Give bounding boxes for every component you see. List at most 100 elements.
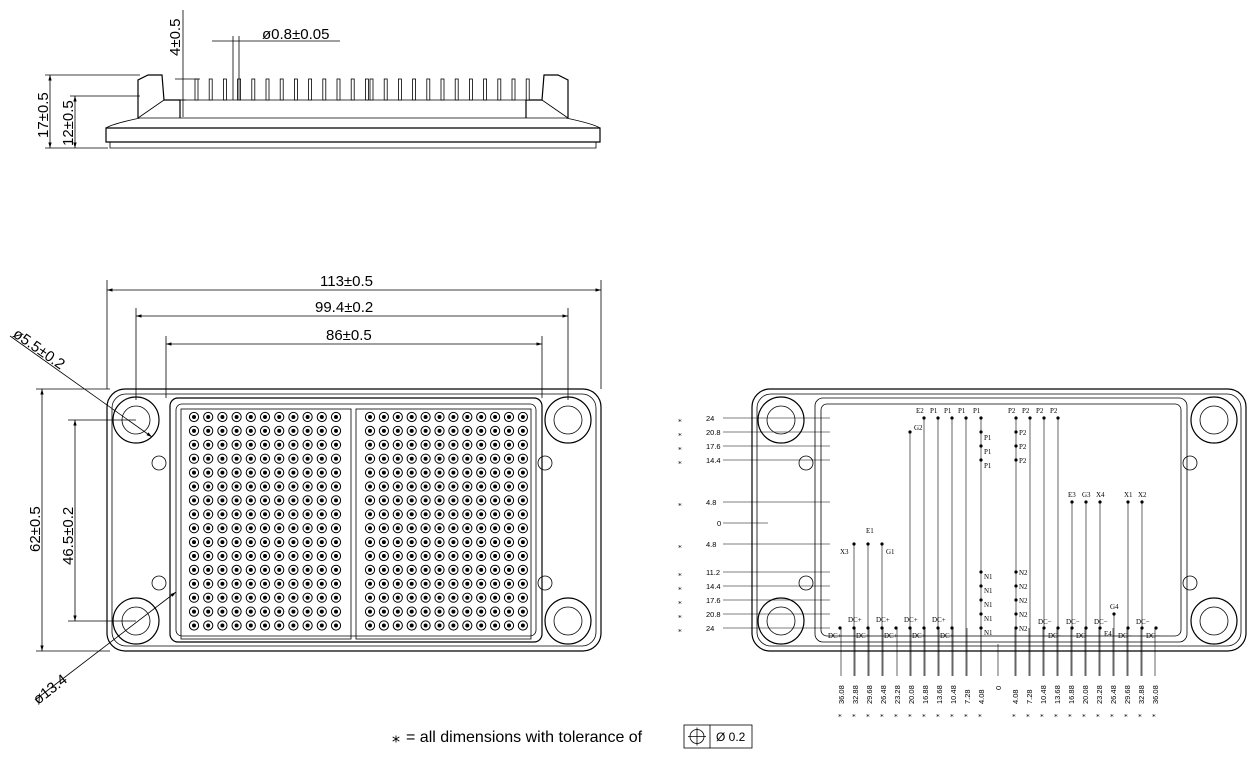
pin-site-dot xyxy=(206,581,211,586)
side-pin xyxy=(412,78,417,101)
pin-site-dot xyxy=(206,456,211,461)
side-pin xyxy=(511,78,516,101)
tol-marker: ⁎ xyxy=(678,583,682,592)
pin-site-dot xyxy=(381,623,386,628)
pin-site-dot xyxy=(395,554,400,558)
pin-dot xyxy=(1014,626,1018,630)
tol-marker: ⁎ xyxy=(1124,710,1128,719)
pin-site-dot xyxy=(248,470,253,475)
tol-marker: ⁎ xyxy=(678,443,682,452)
pin-site-dot xyxy=(451,428,456,433)
pin-site-dot xyxy=(465,415,470,419)
pin-dot xyxy=(979,570,983,574)
pin-site-dot xyxy=(381,470,386,475)
pin-site-dot xyxy=(277,554,282,558)
pin-label: P2 xyxy=(1019,457,1027,465)
pin-site-dot xyxy=(451,484,456,489)
pin-site-dot xyxy=(423,609,428,614)
pin-dot xyxy=(1112,612,1116,616)
tol-marker: ⁎ xyxy=(1054,710,1058,719)
pin-site-dot xyxy=(451,581,456,586)
pin-dot xyxy=(1014,458,1018,462)
pin-site-dot xyxy=(368,526,372,531)
pin-site-dot xyxy=(319,526,324,531)
pin-site-dot xyxy=(334,512,338,517)
pin-dot xyxy=(950,416,954,420)
pin-site-dot xyxy=(409,470,414,475)
pin-site-dot xyxy=(381,498,386,503)
pin-site-dot xyxy=(192,554,196,558)
pin-site-dot xyxy=(368,498,372,503)
pin-dot xyxy=(1042,626,1046,630)
pin-site-dot xyxy=(381,581,386,586)
pin-site-dot xyxy=(248,512,253,517)
pin-site-dot xyxy=(248,540,253,545)
pin-dot xyxy=(908,430,912,434)
pin-site-dot xyxy=(423,526,428,531)
pin-site-dot xyxy=(507,567,511,572)
pin-site-dot xyxy=(437,498,442,503)
pin-site-dot xyxy=(305,415,310,419)
pin-label: G4 xyxy=(1110,603,1119,611)
pin-dot xyxy=(979,458,983,462)
pin-site-dot xyxy=(451,540,456,545)
pin-site-dot xyxy=(465,456,470,461)
tol-marker: ⁎ xyxy=(838,710,842,719)
side-pin xyxy=(454,78,459,101)
pin-site-dot xyxy=(368,623,372,628)
pin-site-dot xyxy=(305,554,310,558)
pin-label: DC+ xyxy=(828,632,842,640)
y-tick-bottom: 17.6 xyxy=(706,596,721,605)
pin-label: DC− xyxy=(1038,618,1052,626)
pin-site-dot xyxy=(263,428,267,433)
pin-site-dot xyxy=(479,456,484,461)
pin-site-dot xyxy=(248,609,253,614)
pin-site-dot xyxy=(409,428,414,433)
pin-site-dot xyxy=(381,428,386,433)
pin-site-dot xyxy=(305,442,310,447)
pin-site-dot xyxy=(192,623,196,628)
pin-site-dot xyxy=(423,540,428,545)
pin-site-dot xyxy=(305,567,310,572)
pin-site-dot xyxy=(507,498,511,503)
pin-site-dot xyxy=(263,567,267,572)
pin-dot xyxy=(979,584,983,588)
pin-site-dot xyxy=(465,567,470,572)
pin-dot xyxy=(1014,612,1018,616)
tol-marker: ⁎ xyxy=(866,710,870,719)
pin-site-dot xyxy=(234,484,239,489)
pin-site-dot xyxy=(409,554,414,558)
pin-site-dot xyxy=(305,456,310,461)
side-pin xyxy=(194,78,199,101)
pin-dot xyxy=(979,598,983,602)
pin-site-dot xyxy=(305,609,310,614)
pin-site-dot xyxy=(334,526,338,531)
pin-site-dot xyxy=(423,623,428,628)
pin-site-dot xyxy=(291,567,296,572)
pin-site-dot xyxy=(368,484,372,489)
pin-label: N1 xyxy=(984,573,993,581)
pin-site-dot xyxy=(220,526,225,531)
pin-site-dot xyxy=(206,512,211,517)
side-pin xyxy=(497,78,502,101)
pin-site-dot xyxy=(493,567,498,572)
pin-label: N1 xyxy=(984,587,993,595)
pin-site-dot xyxy=(263,512,267,517)
pin-site-dot xyxy=(220,498,225,503)
y-tick-bottom: 4.8 xyxy=(706,540,716,549)
pin-site-dot xyxy=(465,498,470,503)
pin-site-dot xyxy=(493,540,498,545)
pin-site-dot xyxy=(479,484,484,489)
pin-dot xyxy=(964,416,968,420)
pin-site-dot xyxy=(368,415,372,419)
pin-site-dot xyxy=(465,554,470,558)
pin-site-dot xyxy=(192,540,196,545)
pin-site-dot xyxy=(465,470,470,475)
pin-label: P2 xyxy=(1036,407,1044,415)
pin-site-dot xyxy=(248,623,253,628)
pin-label: DC− xyxy=(1048,632,1062,640)
pin-site-dot xyxy=(334,540,338,545)
pin-site-dot xyxy=(507,415,511,419)
pin-site-dot xyxy=(451,442,456,447)
